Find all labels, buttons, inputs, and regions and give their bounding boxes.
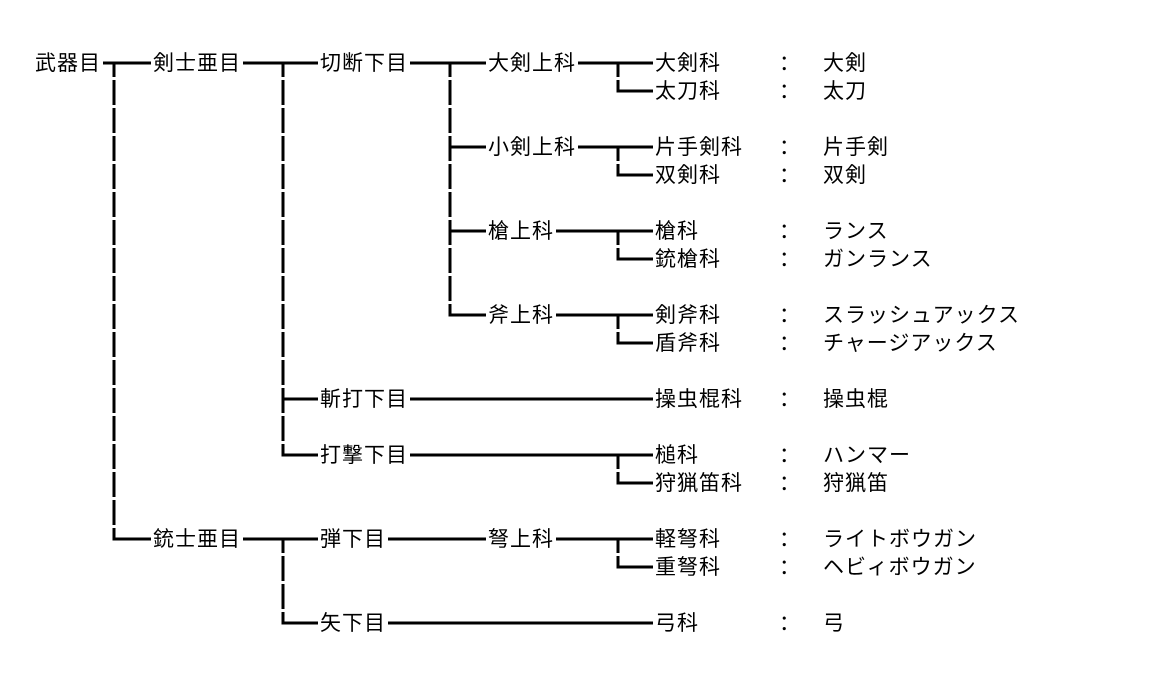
weapon-name: 弓 bbox=[823, 611, 845, 635]
family-node: 槍科 bbox=[654, 217, 700, 245]
family-node: 銃槍科 bbox=[654, 245, 722, 273]
taxon-node-depth-2: 切断下目 bbox=[319, 49, 409, 77]
separator-colon: ： bbox=[779, 303, 800, 327]
family-node: 槌科 bbox=[654, 441, 700, 469]
family-node: 狩猟笛科 bbox=[654, 469, 744, 497]
taxon-node-depth-2: 矢下目 bbox=[319, 609, 387, 637]
separator-colon: ： bbox=[779, 135, 800, 159]
family-node: 片手剣科 bbox=[654, 133, 744, 161]
separator-colon: ： bbox=[779, 331, 800, 355]
family-node: 剣斧科 bbox=[654, 301, 722, 329]
weapon-name: ヘビィボウガン bbox=[823, 555, 977, 579]
taxon-node-depth-3: 大剣上科 bbox=[487, 49, 577, 77]
weapon-name: 片手剣 bbox=[823, 135, 889, 159]
separator-colon: ： bbox=[779, 527, 800, 551]
taxon-node-depth-2: 斬打下目 bbox=[319, 385, 409, 413]
taxon-node-depth-3: 斧上科 bbox=[487, 301, 555, 329]
separator-colon: ： bbox=[779, 163, 800, 187]
taxon-node-depth-1: 剣士亜目 bbox=[152, 49, 242, 77]
family-node: 操虫棍科 bbox=[654, 385, 744, 413]
weapon-name: ライトボウガン bbox=[823, 527, 977, 551]
separator-colon: ： bbox=[779, 443, 800, 467]
weapon-name: スラッシュアックス bbox=[823, 303, 1020, 327]
taxon-node-depth-1: 銃士亜目 bbox=[152, 525, 242, 553]
weapon-name: ハンマー bbox=[823, 443, 911, 467]
weapon-name: ランス bbox=[823, 219, 889, 243]
weapon-name: チャージアックス bbox=[823, 331, 998, 355]
separator-colon: ： bbox=[779, 387, 800, 411]
family-node: 重弩科 bbox=[654, 553, 722, 581]
weapon-name: 狩猟笛 bbox=[823, 471, 889, 495]
separator-colon: ： bbox=[779, 219, 800, 243]
family-node: 大剣科 bbox=[654, 49, 722, 77]
weapon-name: 双剣 bbox=[823, 163, 867, 187]
separator-colon: ： bbox=[779, 471, 800, 495]
weapon-name: 操虫棍 bbox=[823, 387, 889, 411]
separator-colon: ： bbox=[779, 51, 800, 75]
taxon-node-depth-3: 槍上科 bbox=[487, 217, 555, 245]
taxon-node-depth-0: 武器目 bbox=[34, 49, 102, 77]
taxon-node-depth-3: 小剣上科 bbox=[487, 133, 577, 161]
family-node: 双剣科 bbox=[654, 161, 722, 189]
family-node: 軽弩科 bbox=[654, 525, 722, 553]
separator-colon: ： bbox=[779, 247, 800, 271]
family-node: 盾斧科 bbox=[654, 329, 722, 357]
separator-colon: ： bbox=[779, 555, 800, 579]
family-node: 太刀科 bbox=[654, 77, 722, 105]
taxon-node-depth-3: 弩上科 bbox=[487, 525, 555, 553]
taxon-node-depth-2: 打撃下目 bbox=[319, 441, 409, 469]
family-node: 弓科 bbox=[654, 609, 700, 637]
weapon-name: 太刀 bbox=[823, 79, 867, 103]
separator-colon: ： bbox=[779, 611, 800, 635]
separator-colon: ： bbox=[779, 79, 800, 103]
weapon-name: 大剣 bbox=[823, 51, 867, 75]
taxon-node-depth-2: 弾下目 bbox=[319, 525, 387, 553]
weapon-name: ガンランス bbox=[823, 247, 933, 271]
